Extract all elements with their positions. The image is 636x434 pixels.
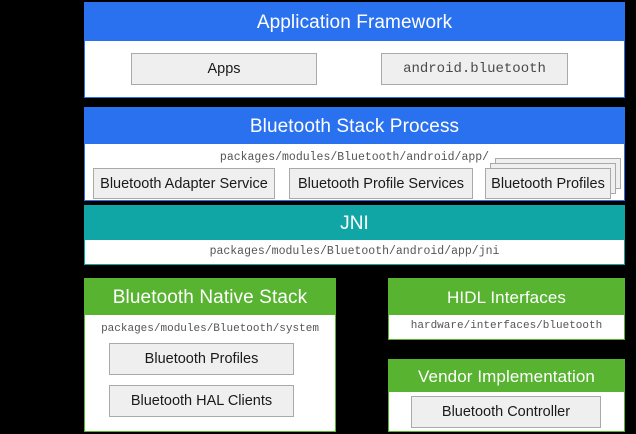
body-application-framework: Apps android.bluetooth — [85, 41, 624, 97]
box-apps[interactable]: Apps — [131, 53, 317, 85]
box-android-bluetooth[interactable]: android.bluetooth — [381, 53, 568, 85]
header-hidl-interfaces: HIDL Interfaces — [389, 279, 624, 315]
connector-arrowhead-left — [336, 291, 343, 301]
body-vendor-implementation: Bluetooth Controller — [389, 392, 624, 431]
path-bluetooth-stack-process: packages/modules/Bluetooth/android/app/ — [219, 151, 490, 164]
header-bluetooth-native-stack: Bluetooth Native Stack — [85, 279, 335, 315]
body-bluetooth-native-stack: packages/modules/Bluetooth/system Blueto… — [85, 315, 335, 431]
path-hidl-interfaces: hardware/interfaces/bluetooth — [410, 320, 603, 332]
box-bluetooth-hal-clients[interactable]: Bluetooth HAL Clients — [109, 385, 294, 417]
header-vendor-implementation: Vendor Implementation — [389, 360, 624, 392]
body-jni: packages/modules/Bluetooth/android/app/j… — [85, 240, 624, 264]
box-bluetooth-adapter-service-label: Bluetooth Adapter Service — [100, 175, 268, 192]
box-bluetooth-profile-services[interactable]: Bluetooth Profile Services — [289, 168, 473, 199]
box-bluetooth-hal-clients-label: Bluetooth HAL Clients — [130, 393, 273, 409]
box-apps-label: Apps — [207, 61, 241, 77]
panel-application-framework: Application Framework Apps android.bluet… — [84, 2, 625, 98]
panel-bluetooth-native-stack: Bluetooth Native Stack packages/modules/… — [84, 278, 336, 432]
stacked-card-front[interactable]: Bluetooth Profiles — [485, 168, 611, 199]
box-native-bluetooth-profiles-label: Bluetooth Profiles — [144, 351, 259, 367]
panel-hidl-interfaces: HIDL Interfaces hardware/interfaces/blue… — [388, 278, 625, 340]
panel-bluetooth-stack-process: Bluetooth Stack Process packages/modules… — [84, 107, 625, 201]
body-hidl-interfaces: hardware/interfaces/bluetooth — [389, 315, 624, 339]
path-bluetooth-native-stack: packages/modules/Bluetooth/system — [101, 323, 319, 335]
panel-vendor-implementation: Vendor Implementation Bluetooth Controll… — [388, 359, 625, 432]
header-application-framework: Application Framework — [85, 3, 624, 41]
box-bluetooth-controller-label: Bluetooth Controller — [441, 404, 571, 420]
box-android-bluetooth-label: android.bluetooth — [403, 61, 546, 77]
path-jni: packages/modules/Bluetooth/android/app/j… — [209, 245, 500, 258]
box-bluetooth-adapter-service[interactable]: Bluetooth Adapter Service — [93, 168, 275, 199]
box-native-bluetooth-profiles[interactable]: Bluetooth Profiles — [109, 343, 294, 375]
connector-arrowhead-right — [381, 291, 388, 301]
stacked-card-front-label: Bluetooth Profiles — [491, 175, 605, 192]
header-bluetooth-stack-process: Bluetooth Stack Process — [85, 108, 624, 144]
body-bluetooth-stack-process: packages/modules/Bluetooth/android/app/ … — [85, 144, 624, 200]
stacked-box-bluetooth-profiles[interactable]: Bluetooth Profiles — [485, 158, 621, 202]
box-bluetooth-controller[interactable]: Bluetooth Controller — [411, 396, 601, 428]
box-bluetooth-profile-services-label: Bluetooth Profile Services — [297, 175, 465, 192]
panel-jni: JNI packages/modules/Bluetooth/android/a… — [84, 205, 625, 265]
header-jni: JNI — [85, 206, 624, 240]
connector-line — [336, 295, 388, 297]
